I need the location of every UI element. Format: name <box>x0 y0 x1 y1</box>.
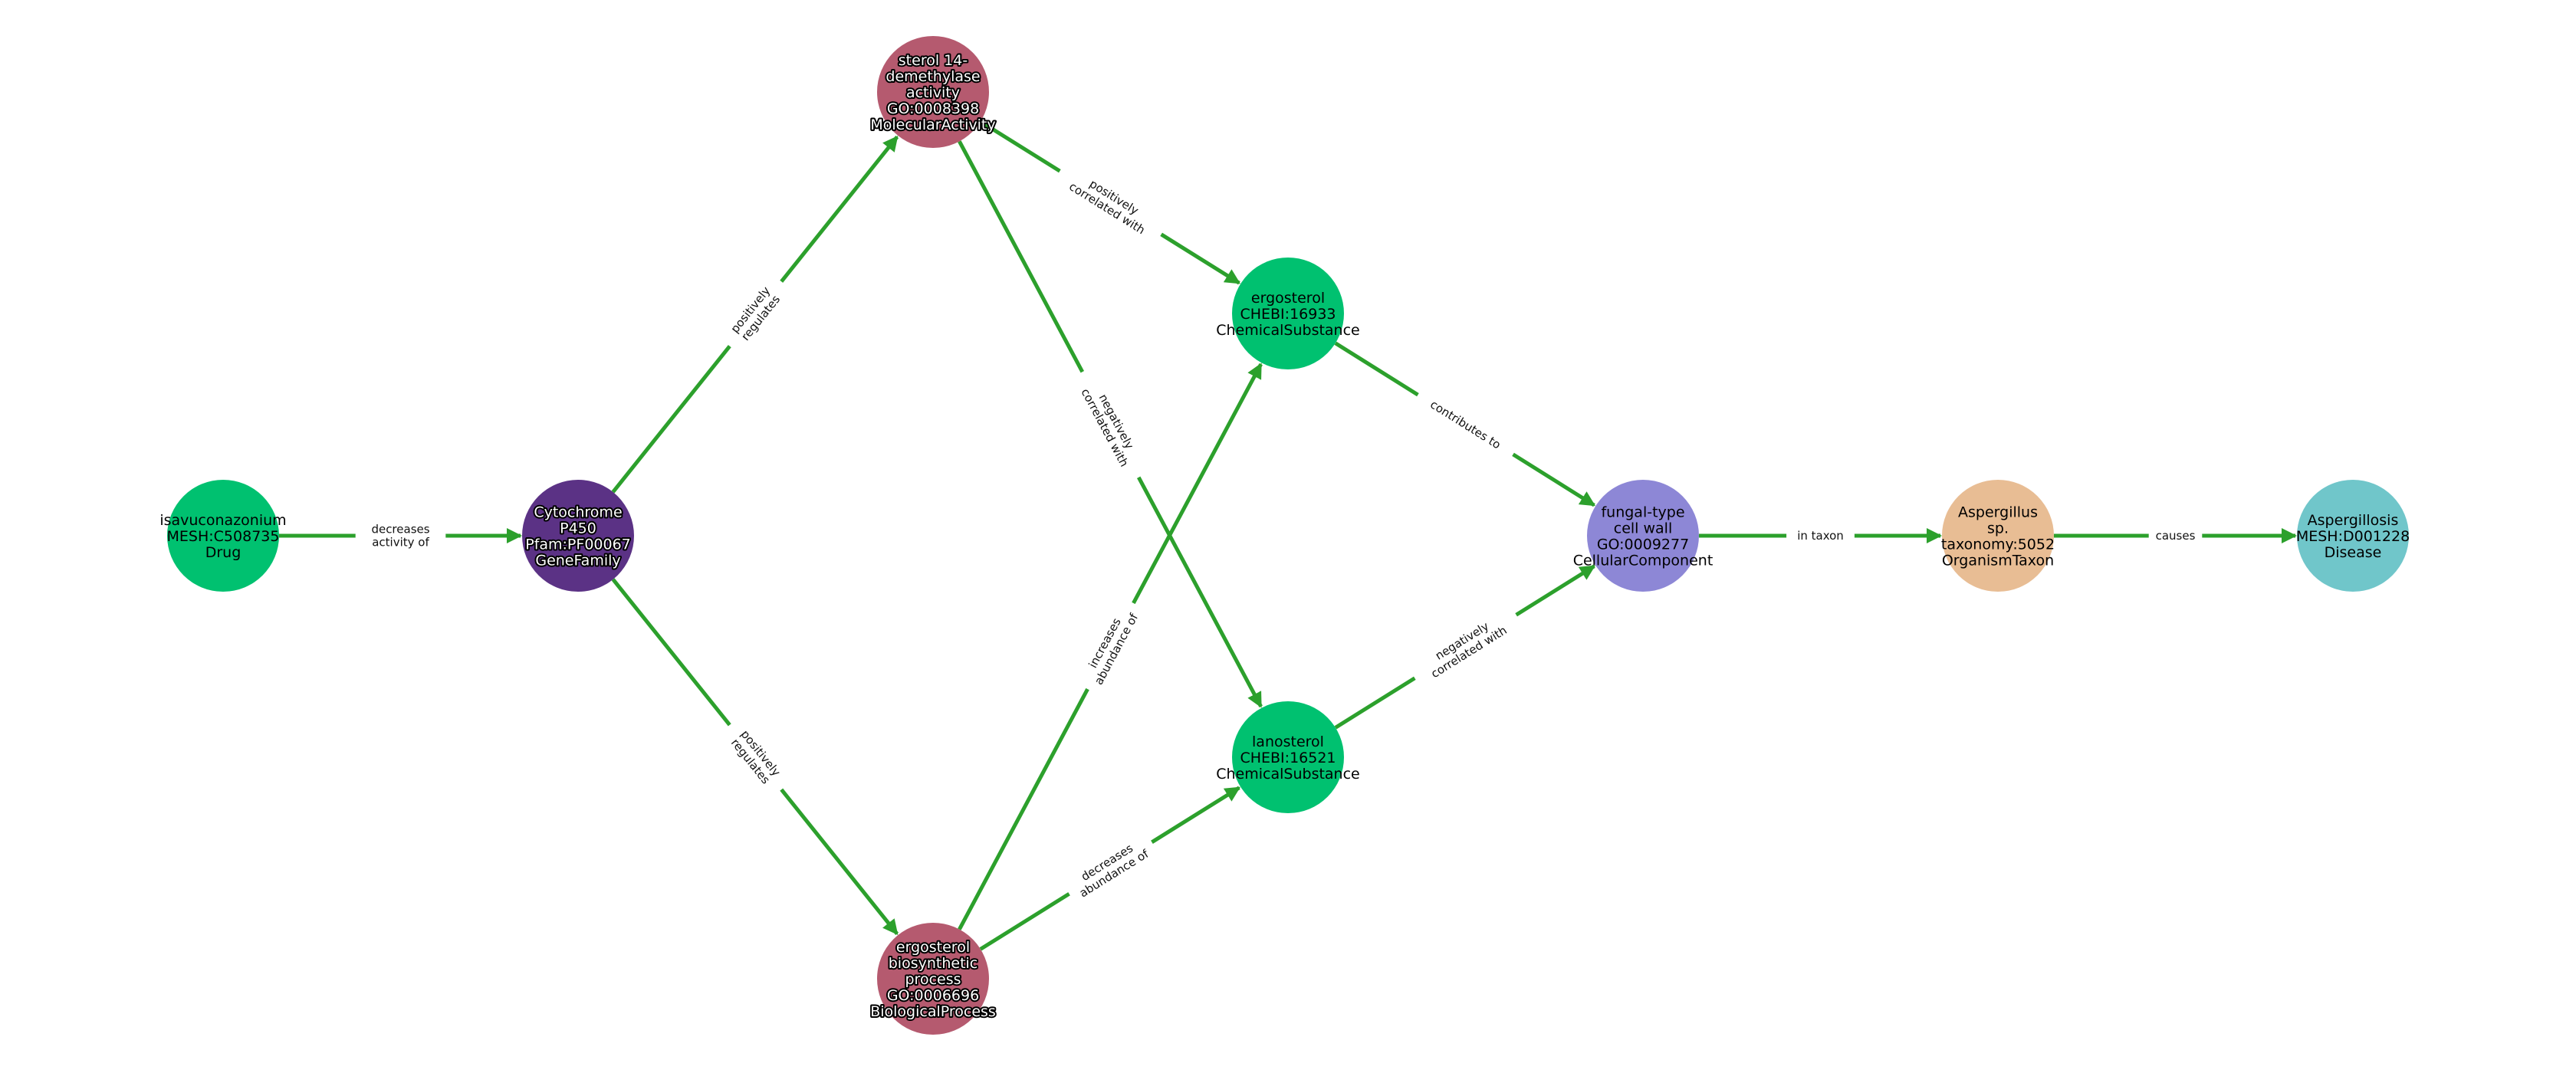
node-circle[interactable] <box>1232 258 1344 369</box>
node-label: lanosterol <box>1252 733 1324 750</box>
edge-label: in taxon <box>1786 527 1855 544</box>
node-circle[interactable] <box>877 923 989 1035</box>
node-label: BiologicalProcess <box>870 1003 996 1020</box>
edge-label-text: activity of <box>372 536 429 550</box>
node-label: ergosterol <box>1251 290 1325 307</box>
node-label: Disease <box>2325 544 2382 561</box>
node-label: sp. <box>1987 520 2009 537</box>
node-label: Cytochrome <box>534 504 622 521</box>
edge-label-text: causes <box>2156 529 2196 543</box>
node-circle[interactable] <box>522 480 634 592</box>
node-circle[interactable] <box>167 480 279 592</box>
node-label: GO:0008398 <box>887 100 979 117</box>
node-ergobio[interactable]: ergosterolbiosyntheticprocessGO:0006696B… <box>869 923 997 1035</box>
node-circle[interactable] <box>877 36 989 148</box>
node-label: ergosterol <box>896 939 970 956</box>
node-label: activity <box>906 84 960 101</box>
node-label: Aspergillosis <box>2308 512 2399 529</box>
node-label: CellularComponent <box>1573 553 1714 569</box>
node-label: biosynthetic <box>889 955 978 972</box>
node-label: ChemicalSubstance <box>1216 322 1360 339</box>
node-label: CHEBI:16933 <box>1240 306 1336 323</box>
node-label: Drug <box>205 544 242 561</box>
edge-label: causes <box>2148 527 2203 544</box>
node-label: sterol 14- <box>899 52 968 69</box>
node-label: isavuconazonium <box>159 512 286 529</box>
node-circle[interactable] <box>1942 480 2054 592</box>
node-sterol14[interactable]: sterol 14-demethylaseactivityGO:0008398M… <box>869 36 997 148</box>
node-label: GO:0006696 <box>887 987 979 1004</box>
node-label: MESH:C508735 <box>167 528 280 545</box>
node-label: cell wall <box>1614 520 1672 537</box>
edge-label-text: in taxon <box>1797 529 1844 543</box>
node-label: CHEBI:16521 <box>1240 750 1336 766</box>
node-label: demethylase <box>886 68 980 85</box>
node-circle[interactable] <box>2297 480 2409 592</box>
node-label: MESH:D001228 <box>2296 528 2410 545</box>
node-label: Pfam:PF00067 <box>525 536 631 553</box>
edge-label-text: contributes to <box>1428 398 1503 452</box>
node-label: MolecularActivity <box>870 116 995 133</box>
node-label: taxonomy:5052 <box>1941 536 2055 553</box>
edge-label: contributes to <box>1413 388 1518 461</box>
node-circle[interactable] <box>1587 480 1699 592</box>
node-label: fungal-type <box>1601 504 1684 521</box>
node-label: ChemicalSubstance <box>1216 766 1360 783</box>
node-label: GeneFamily <box>535 553 620 569</box>
node-label: OrganismTaxon <box>1942 553 2054 569</box>
node-label: process <box>905 971 961 988</box>
node-label: GO:0009277 <box>1597 536 1689 553</box>
node-circle[interactable] <box>1232 701 1344 813</box>
node-label: Aspergillus <box>1958 504 2038 521</box>
edge-label-text: decreases <box>371 523 429 536</box>
node-label: P450 <box>560 520 596 537</box>
